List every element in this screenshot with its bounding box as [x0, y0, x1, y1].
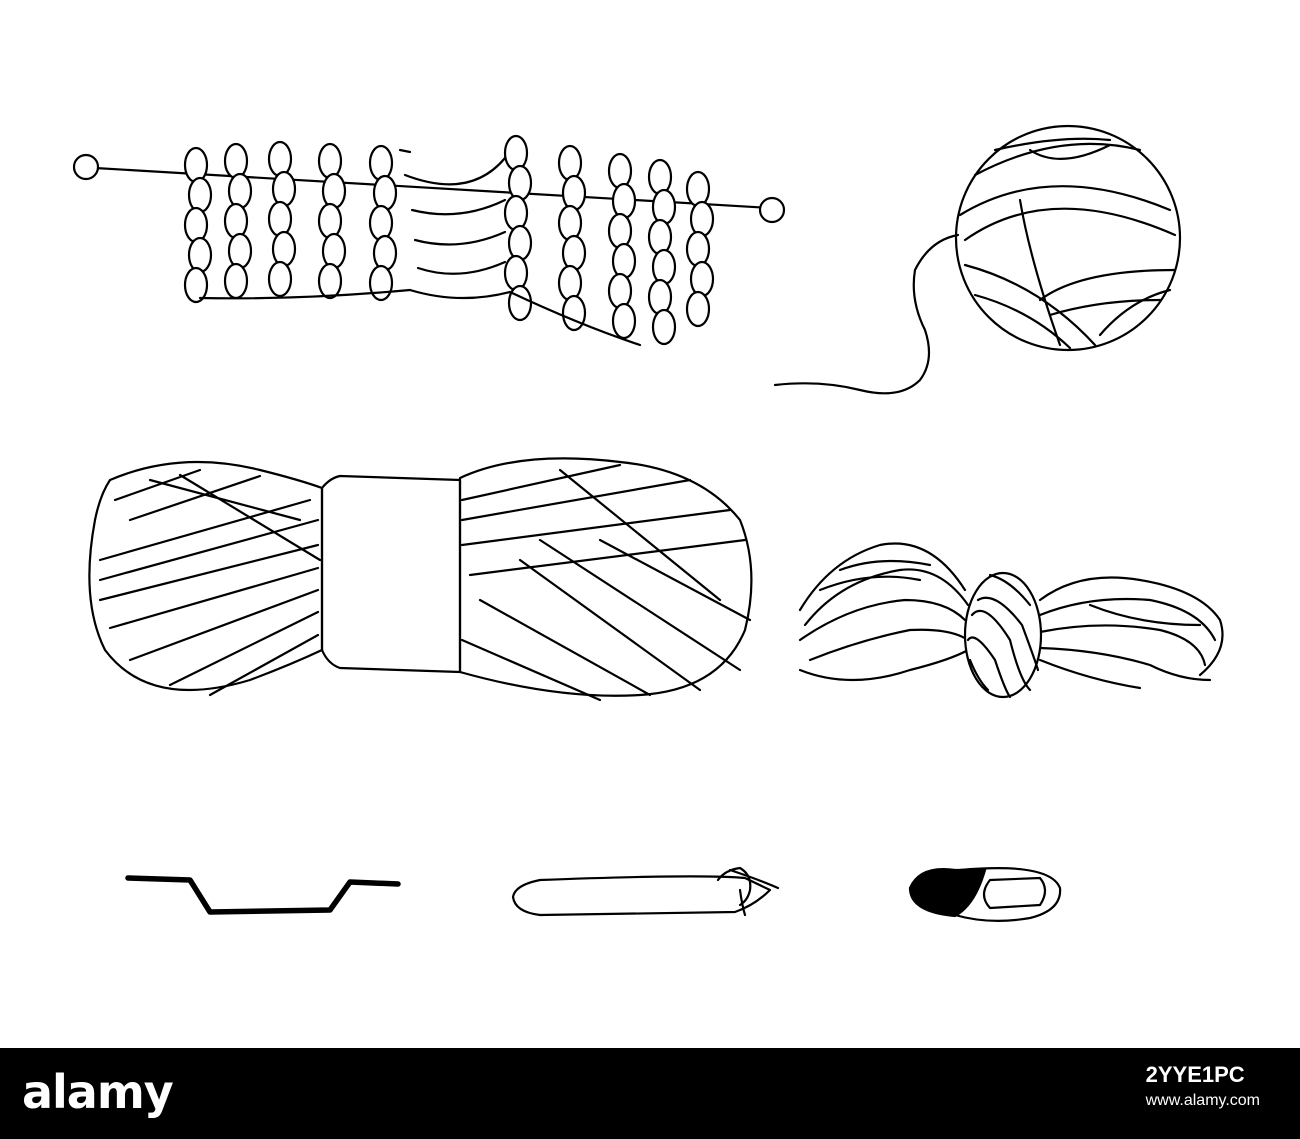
stitch-loop [507, 164, 533, 202]
stitch-loop [647, 278, 673, 316]
image-url: www.alamy.com [1145, 1092, 1260, 1109]
stitch-loop [503, 254, 529, 292]
tapestry-needle-icon [511, 866, 780, 917]
yarn-strand [478, 598, 652, 697]
stitch-loop [183, 146, 209, 184]
yarn-strand [178, 473, 322, 562]
watermark-footer: alamy 2YYE1PC www.alamy.com [0, 1048, 1300, 1139]
stitch-loop [223, 262, 249, 300]
yarn-strand [113, 468, 202, 502]
image-id-block: 2YYE1PC www.alamy.com [1146, 1062, 1260, 1114]
stitch-loop [317, 202, 343, 240]
stitch-loop [557, 204, 583, 242]
stitch-loop [561, 234, 587, 272]
yarn-strand [460, 508, 732, 547]
stitch-loop [267, 140, 293, 178]
stitch-loop [271, 230, 297, 268]
cable-needle-icon [125, 875, 401, 915]
yarn-strand [108, 566, 320, 630]
yarn-strand [598, 538, 752, 622]
stitch-loop [557, 264, 583, 302]
stitch-loop [223, 202, 249, 240]
stitch-loop [607, 272, 633, 310]
stitch-loop [183, 206, 209, 244]
yarn-strand [148, 478, 302, 522]
knitting-on-needle-icon [72, 134, 786, 347]
knitting-supplies-illustration [72, 124, 1224, 922]
stitch-loop [607, 152, 633, 190]
stitch-loop [321, 232, 347, 270]
stitch-loop [183, 266, 209, 304]
yarn-skein-icon [88, 457, 753, 702]
stitch-loop [368, 264, 394, 302]
stitch-loop [271, 170, 297, 208]
stitch-loop [507, 224, 533, 262]
yarn-strand [460, 638, 602, 702]
stitch-loop [321, 172, 347, 210]
stitch-loop [651, 248, 677, 286]
stitch-loop [557, 144, 583, 182]
stitch-loop [611, 302, 637, 340]
stitch-loop [187, 236, 213, 274]
yarn-strand [468, 538, 747, 577]
stitch-loop [372, 174, 398, 212]
yarn-strand [518, 558, 702, 692]
yarn-strand [558, 468, 722, 602]
stitch-marker-icon [908, 867, 1062, 922]
stitch-loop [611, 182, 637, 220]
yarn-strand [128, 474, 262, 522]
stitch-loop [561, 174, 587, 212]
stitch-loop [689, 260, 715, 298]
stitch-loop [607, 212, 633, 250]
stitch-loop [503, 134, 529, 172]
yarn-strand [98, 543, 320, 602]
stitch-loop [368, 204, 394, 242]
stitch-loop [611, 242, 637, 280]
image-id: 2YYE1PC [1145, 1062, 1245, 1087]
stitch-loop [685, 170, 711, 208]
stitch-loop [651, 308, 677, 346]
stitch-loop [267, 260, 293, 298]
stitch-loop [685, 290, 711, 328]
yarn-strand [538, 538, 742, 672]
stitch-loop [368, 144, 394, 182]
alamy-logo: alamy [22, 1065, 174, 1119]
stitch-loop [507, 284, 533, 322]
stitch-loop [227, 232, 253, 270]
stitch-loop [317, 262, 343, 300]
yarn-ball-icon [773, 124, 1182, 395]
yarn-hank-icon [798, 542, 1224, 699]
stitch-loop [651, 188, 677, 226]
stitch-loop [227, 172, 253, 210]
stitch-loop [372, 234, 398, 272]
yarn-strand [460, 478, 692, 522]
stitch-loop [267, 200, 293, 238]
yarn-strand [208, 633, 320, 697]
yarn-strand [128, 588, 320, 662]
stitch-loop [503, 194, 529, 232]
stitch-loop [647, 218, 673, 256]
stitch-loop [685, 230, 711, 268]
yarn-strand [98, 498, 312, 562]
stitch-loop [223, 142, 249, 180]
stitch-loop [317, 142, 343, 180]
yarn-strand [460, 463, 622, 502]
yarn-strand [168, 610, 320, 687]
stitch-loop [647, 158, 673, 196]
stitch-loop [187, 176, 213, 214]
stitch-loop [561, 294, 587, 332]
stitch-loop [689, 200, 715, 238]
yarn-strand [98, 518, 320, 582]
